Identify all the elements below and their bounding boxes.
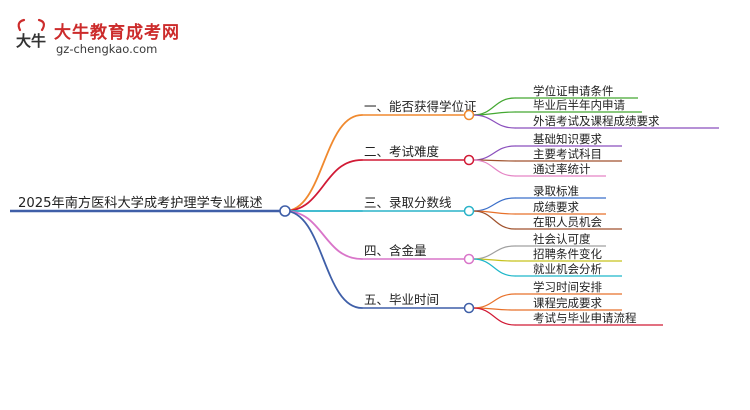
branch-label: 五、毕业时间 (364, 292, 439, 307)
leaf-label: 在职人员机会 (533, 215, 602, 229)
leaf-label: 考试与毕业申请流程 (533, 311, 637, 325)
leaf-connector (472, 114, 516, 129)
brand-mark-text: 大牛 (16, 32, 46, 50)
root-branch-connector (284, 210, 363, 309)
branch-label: 二、考试难度 (364, 144, 440, 159)
leaf-label: 课程完成要求 (533, 296, 602, 310)
branch-label: 四、含金量 (364, 243, 427, 258)
leaf-connector (472, 111, 516, 116)
leaf-connector (472, 159, 516, 177)
branch-node-dot (463, 154, 475, 166)
leaf-label: 成绩要求 (533, 200, 579, 214)
root-branch-connector (284, 159, 363, 212)
leaf-connector (472, 197, 516, 212)
brand-logo: 大牛 大牛教育成考网 gz-chengkao.com (14, 14, 214, 64)
leaf-connector (472, 307, 516, 326)
leaf-label: 学习时间安排 (533, 280, 602, 294)
leaf-label: 社会认可度 (533, 232, 591, 246)
leaf-connector (472, 258, 516, 277)
leaf-connector (472, 145, 516, 161)
leaf-label: 外语考试及课程成绩要求 (533, 114, 660, 128)
branch-label: 一、能否获得学位证 (364, 99, 477, 114)
leaf-label: 就业机会分析 (533, 262, 602, 276)
leaf-label: 学位证申请条件 (533, 84, 614, 98)
leaf-label: 主要考试科目 (533, 147, 602, 161)
branch-node-dot (463, 109, 475, 121)
leaf-connector (472, 293, 516, 309)
leaf-label: 通过率统计 (533, 162, 591, 176)
root-node-dot (279, 205, 291, 217)
root-topic-label: 2025年南方医科大学成考护理学专业概述 (18, 195, 263, 211)
leaf-connector (472, 210, 516, 230)
leaf-label: 毕业后半年内申请 (533, 98, 625, 112)
leaf-label: 录取标准 (533, 184, 579, 198)
leaf-label: 基础知识要求 (533, 132, 602, 146)
root-branch-connector (284, 210, 363, 260)
branch-node-dot (463, 253, 475, 265)
brand-name: 大牛教育成考网 (54, 23, 180, 43)
root-branch-connector (284, 114, 363, 212)
brand-mark-icon: 大牛 (16, 18, 46, 50)
branch-node-dot (463, 302, 475, 314)
leaf-connector (472, 245, 516, 260)
branch-label: 三、录取分数线 (364, 195, 452, 210)
leaf-label: 招聘条件变化 (533, 247, 602, 261)
brand-url: gz-chengkao.com (56, 42, 158, 56)
branch-node-dot (463, 205, 475, 217)
